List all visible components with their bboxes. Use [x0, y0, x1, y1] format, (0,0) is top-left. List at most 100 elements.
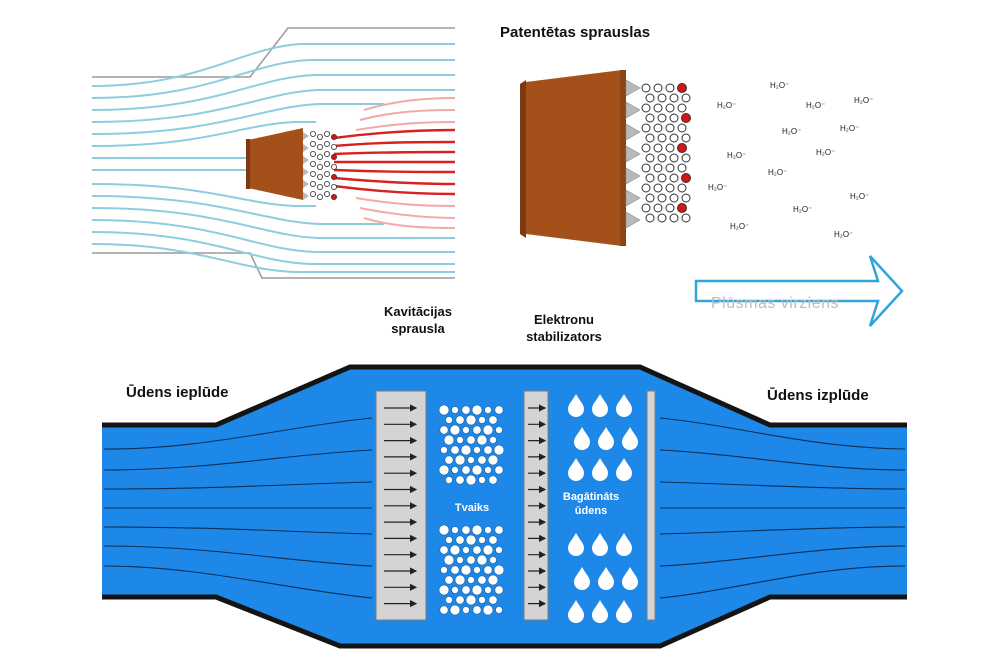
steam-bubble [438, 524, 450, 536]
pipe-body [102, 367, 907, 646]
bubble [330, 133, 337, 140]
bubble [677, 203, 687, 213]
steam-bubble [440, 566, 448, 574]
steam-bubble [451, 466, 459, 474]
steam-bubble [465, 474, 477, 486]
steam-bubble [471, 524, 483, 536]
bubble [316, 133, 323, 140]
bubble [665, 183, 675, 193]
outlet-plate [646, 390, 656, 621]
steam-bubble [478, 476, 486, 484]
bubble [669, 173, 679, 183]
bubble [323, 160, 330, 167]
molecule-label: H₂O⁻ [717, 101, 736, 110]
flow-direction-arrow [694, 255, 904, 327]
steam-bubble [462, 546, 470, 554]
steam-bubble [494, 585, 504, 595]
label-enriched-water: Bagātināts ūdens [552, 488, 630, 520]
steam-bubble [495, 606, 503, 614]
bubble [309, 170, 316, 177]
water-droplet [592, 600, 608, 623]
steam-bubble [445, 476, 453, 484]
bubble [309, 160, 316, 167]
steam-bubble [484, 466, 492, 474]
top-title: Patentētas sprauslas [500, 24, 651, 41]
streamlines-pink [355, 97, 456, 229]
water-droplet [622, 427, 638, 450]
bubble [653, 183, 663, 193]
bubble [653, 143, 663, 153]
bubble [665, 103, 675, 113]
bubble [323, 140, 330, 147]
steam-bubble [449, 604, 461, 616]
molecule-label: H₂O⁻ [854, 96, 873, 105]
steam-bubble [478, 596, 486, 604]
pipe-outline-top [92, 27, 455, 78]
steam-bubble [455, 415, 465, 425]
steam-bubble [472, 545, 482, 555]
bubble [641, 183, 651, 193]
bubble [677, 123, 687, 133]
steam-bubble [461, 465, 471, 475]
steam-bubble [445, 596, 453, 604]
steam-bubble [473, 566, 481, 574]
bubble [641, 143, 651, 153]
steam-bubble [484, 406, 492, 414]
steam-bubble [493, 564, 505, 576]
steam-bubble [489, 436, 497, 444]
bubble [641, 83, 651, 93]
steam-bubble [466, 435, 476, 445]
small-nozzle-bubbles [309, 130, 337, 200]
water-droplet [568, 458, 584, 481]
label-water-outlet: Ūdens izplūde [767, 387, 869, 404]
steam-bubble [495, 426, 503, 434]
bubble [323, 130, 330, 137]
steam-bubble [445, 416, 453, 424]
pipe-wall-top [102, 364, 907, 428]
bubble [330, 163, 337, 170]
bubble [681, 173, 691, 183]
steam-bubble [439, 545, 449, 555]
bubble [316, 193, 323, 200]
steam-bubble [465, 594, 477, 606]
bubble [323, 150, 330, 157]
steam-bubble [483, 445, 493, 455]
steam-bubble [451, 526, 459, 534]
bubble [316, 173, 323, 180]
steam-bubble [450, 445, 460, 455]
steam-bubble [460, 444, 472, 456]
bubble [677, 183, 687, 193]
steam-bubble [438, 404, 450, 416]
steam-bubble [454, 454, 466, 466]
bubble [657, 93, 667, 103]
steam-bubble [438, 584, 450, 596]
outlet-streamlines [659, 417, 906, 599]
bubble [669, 213, 679, 223]
bubble [681, 153, 691, 163]
bubble [669, 93, 679, 103]
bubble [316, 163, 323, 170]
steam-bubble [476, 434, 488, 446]
bubble [645, 113, 655, 123]
steam-bubble [439, 425, 449, 435]
steam-bubble [472, 425, 482, 435]
steam-bubble [456, 436, 464, 444]
bubble [330, 193, 337, 200]
steam-bubble [444, 455, 454, 465]
steam-bubble [461, 405, 471, 415]
bubble [657, 133, 667, 143]
bottom-pipe-illustration [102, 364, 907, 649]
steam-bubble [450, 565, 460, 575]
label-electron-stabilizer: Elektronu stabilizators [526, 312, 602, 344]
bubble [641, 203, 651, 213]
steam-bubble [467, 576, 475, 584]
water-droplet [568, 394, 584, 417]
bubble [641, 163, 651, 173]
water-droplet [592, 394, 608, 417]
molecule-label: H₂O⁻ [806, 101, 825, 110]
bubble [665, 143, 675, 153]
bubble [677, 103, 687, 113]
bubble [657, 153, 667, 163]
molecule-label: H₂O⁻ [840, 124, 859, 133]
